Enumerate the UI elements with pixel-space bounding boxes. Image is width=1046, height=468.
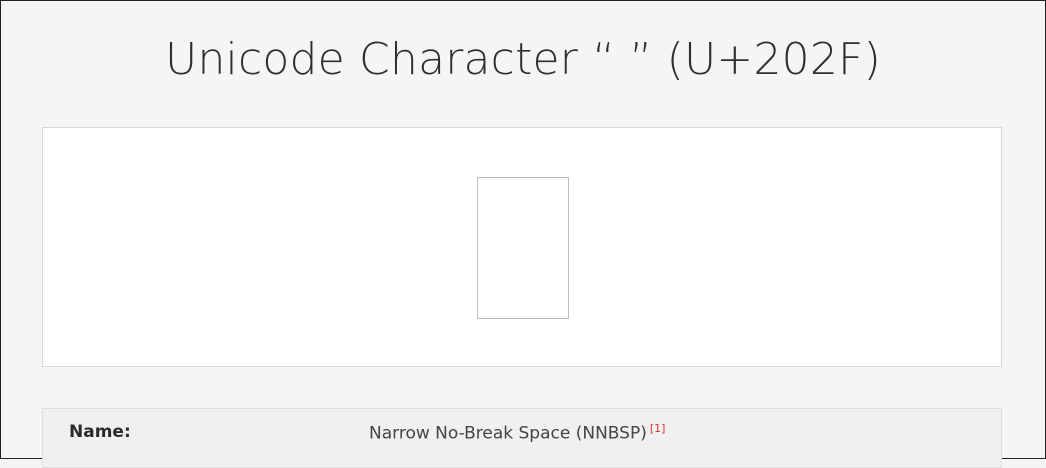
property-value-text: Narrow No-Break Space (NNBSP) xyxy=(369,423,647,444)
footnote-link[interactable]: [1] xyxy=(649,422,666,435)
page-title: Unicode Character “ ” (U+202F) xyxy=(165,34,881,85)
property-value-name: Narrow No-Break Space (NNBSP)[1] xyxy=(369,422,665,444)
character-properties-table: Name: Narrow No-Break Space (NNBSP)[1] xyxy=(42,408,1002,468)
property-row-name: Name: Narrow No-Break Space (NNBSP)[1] xyxy=(43,409,1001,457)
glyph-preview-panel xyxy=(42,127,1002,367)
glyph-preview-box xyxy=(477,177,569,319)
property-label-name: Name: xyxy=(69,422,131,442)
